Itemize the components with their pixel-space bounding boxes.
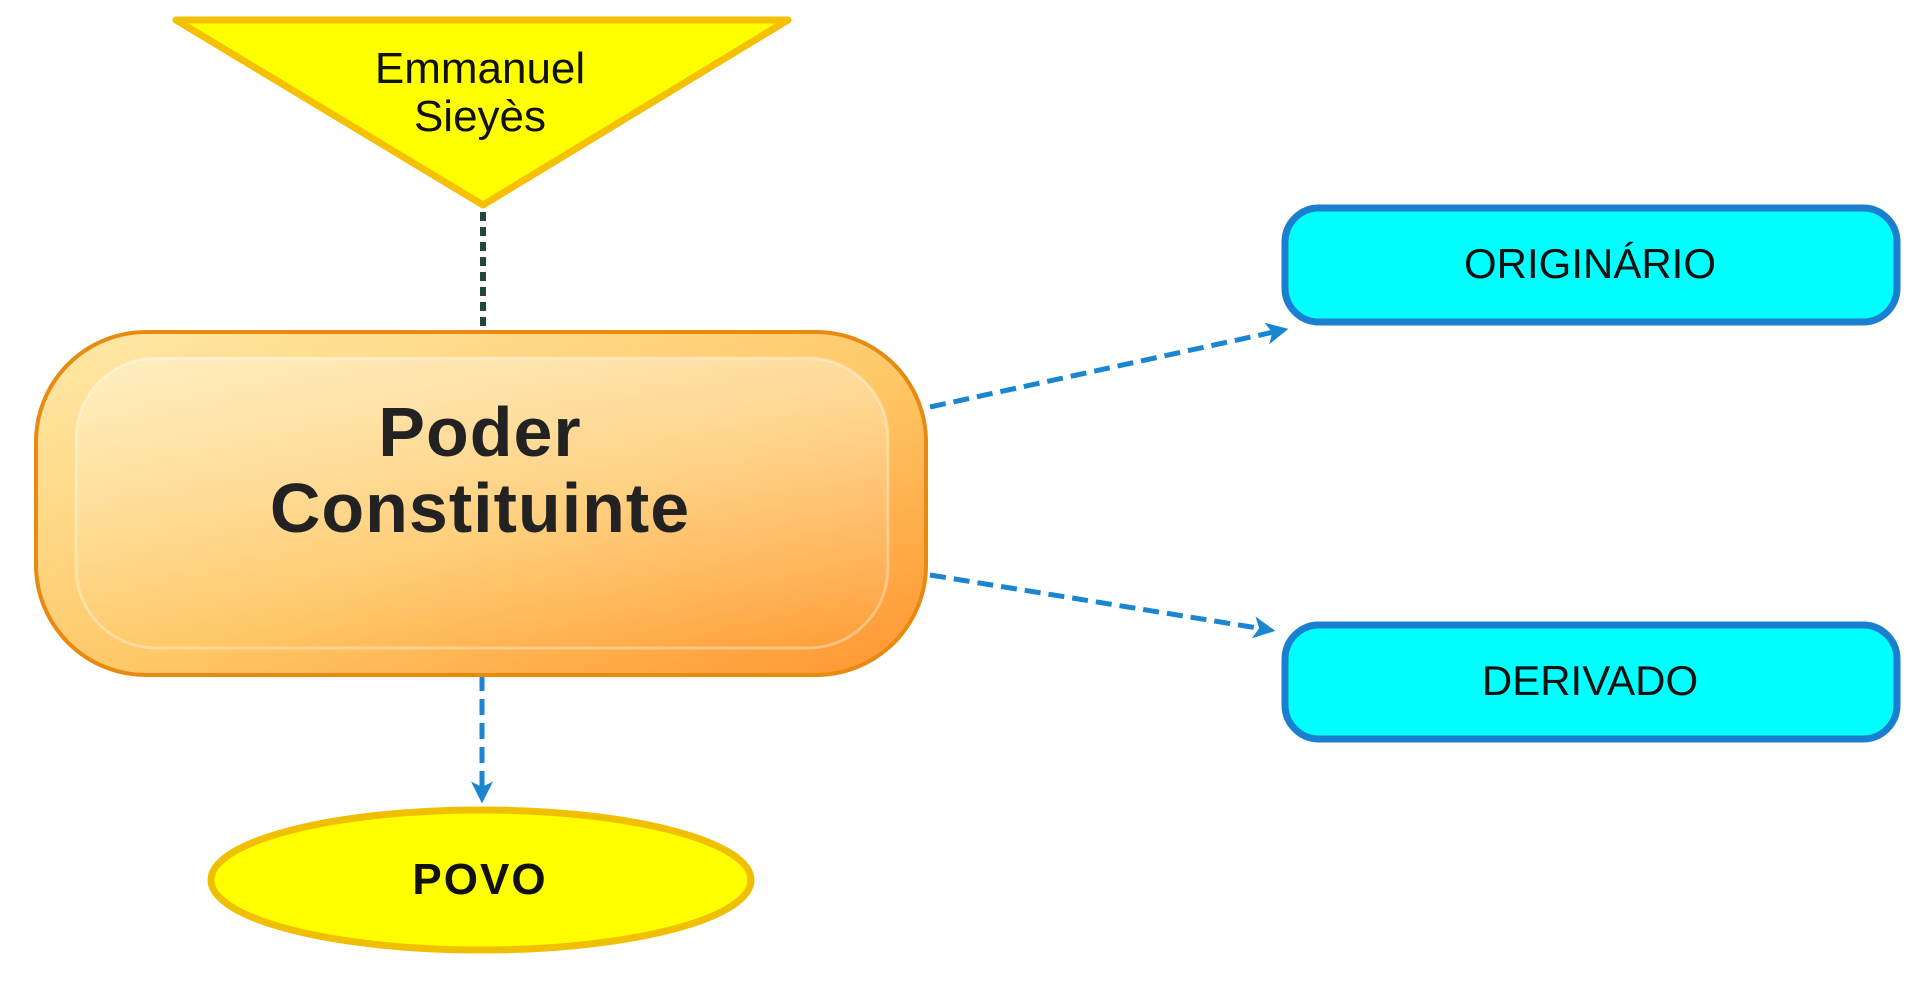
author-triangle (172, 16, 792, 209)
arrow-main-to-derivado (929, 572, 1276, 639)
originario-box (1281, 204, 1901, 326)
main-label: Poder Constituinte (40, 345, 920, 595)
derivado-label: DERIVADO (1481, 657, 1699, 704)
main-box-highlight (74, 356, 890, 650)
arrow-main-to-originario (929, 322, 1289, 410)
author-line-2: Sieyès (413, 92, 547, 141)
author-line-1: Emmanuel (374, 44, 586, 93)
derivado-box (1281, 621, 1901, 743)
main-line-1: Poder (378, 393, 582, 471)
main-line-2: Constituinte (269, 469, 691, 547)
povo-ellipse (207, 806, 755, 954)
originario-label: ORIGINÁRIO (1463, 240, 1717, 287)
povo-label: POVO (412, 855, 548, 904)
author-label: Emmanuel Sieyès (325, 38, 635, 148)
